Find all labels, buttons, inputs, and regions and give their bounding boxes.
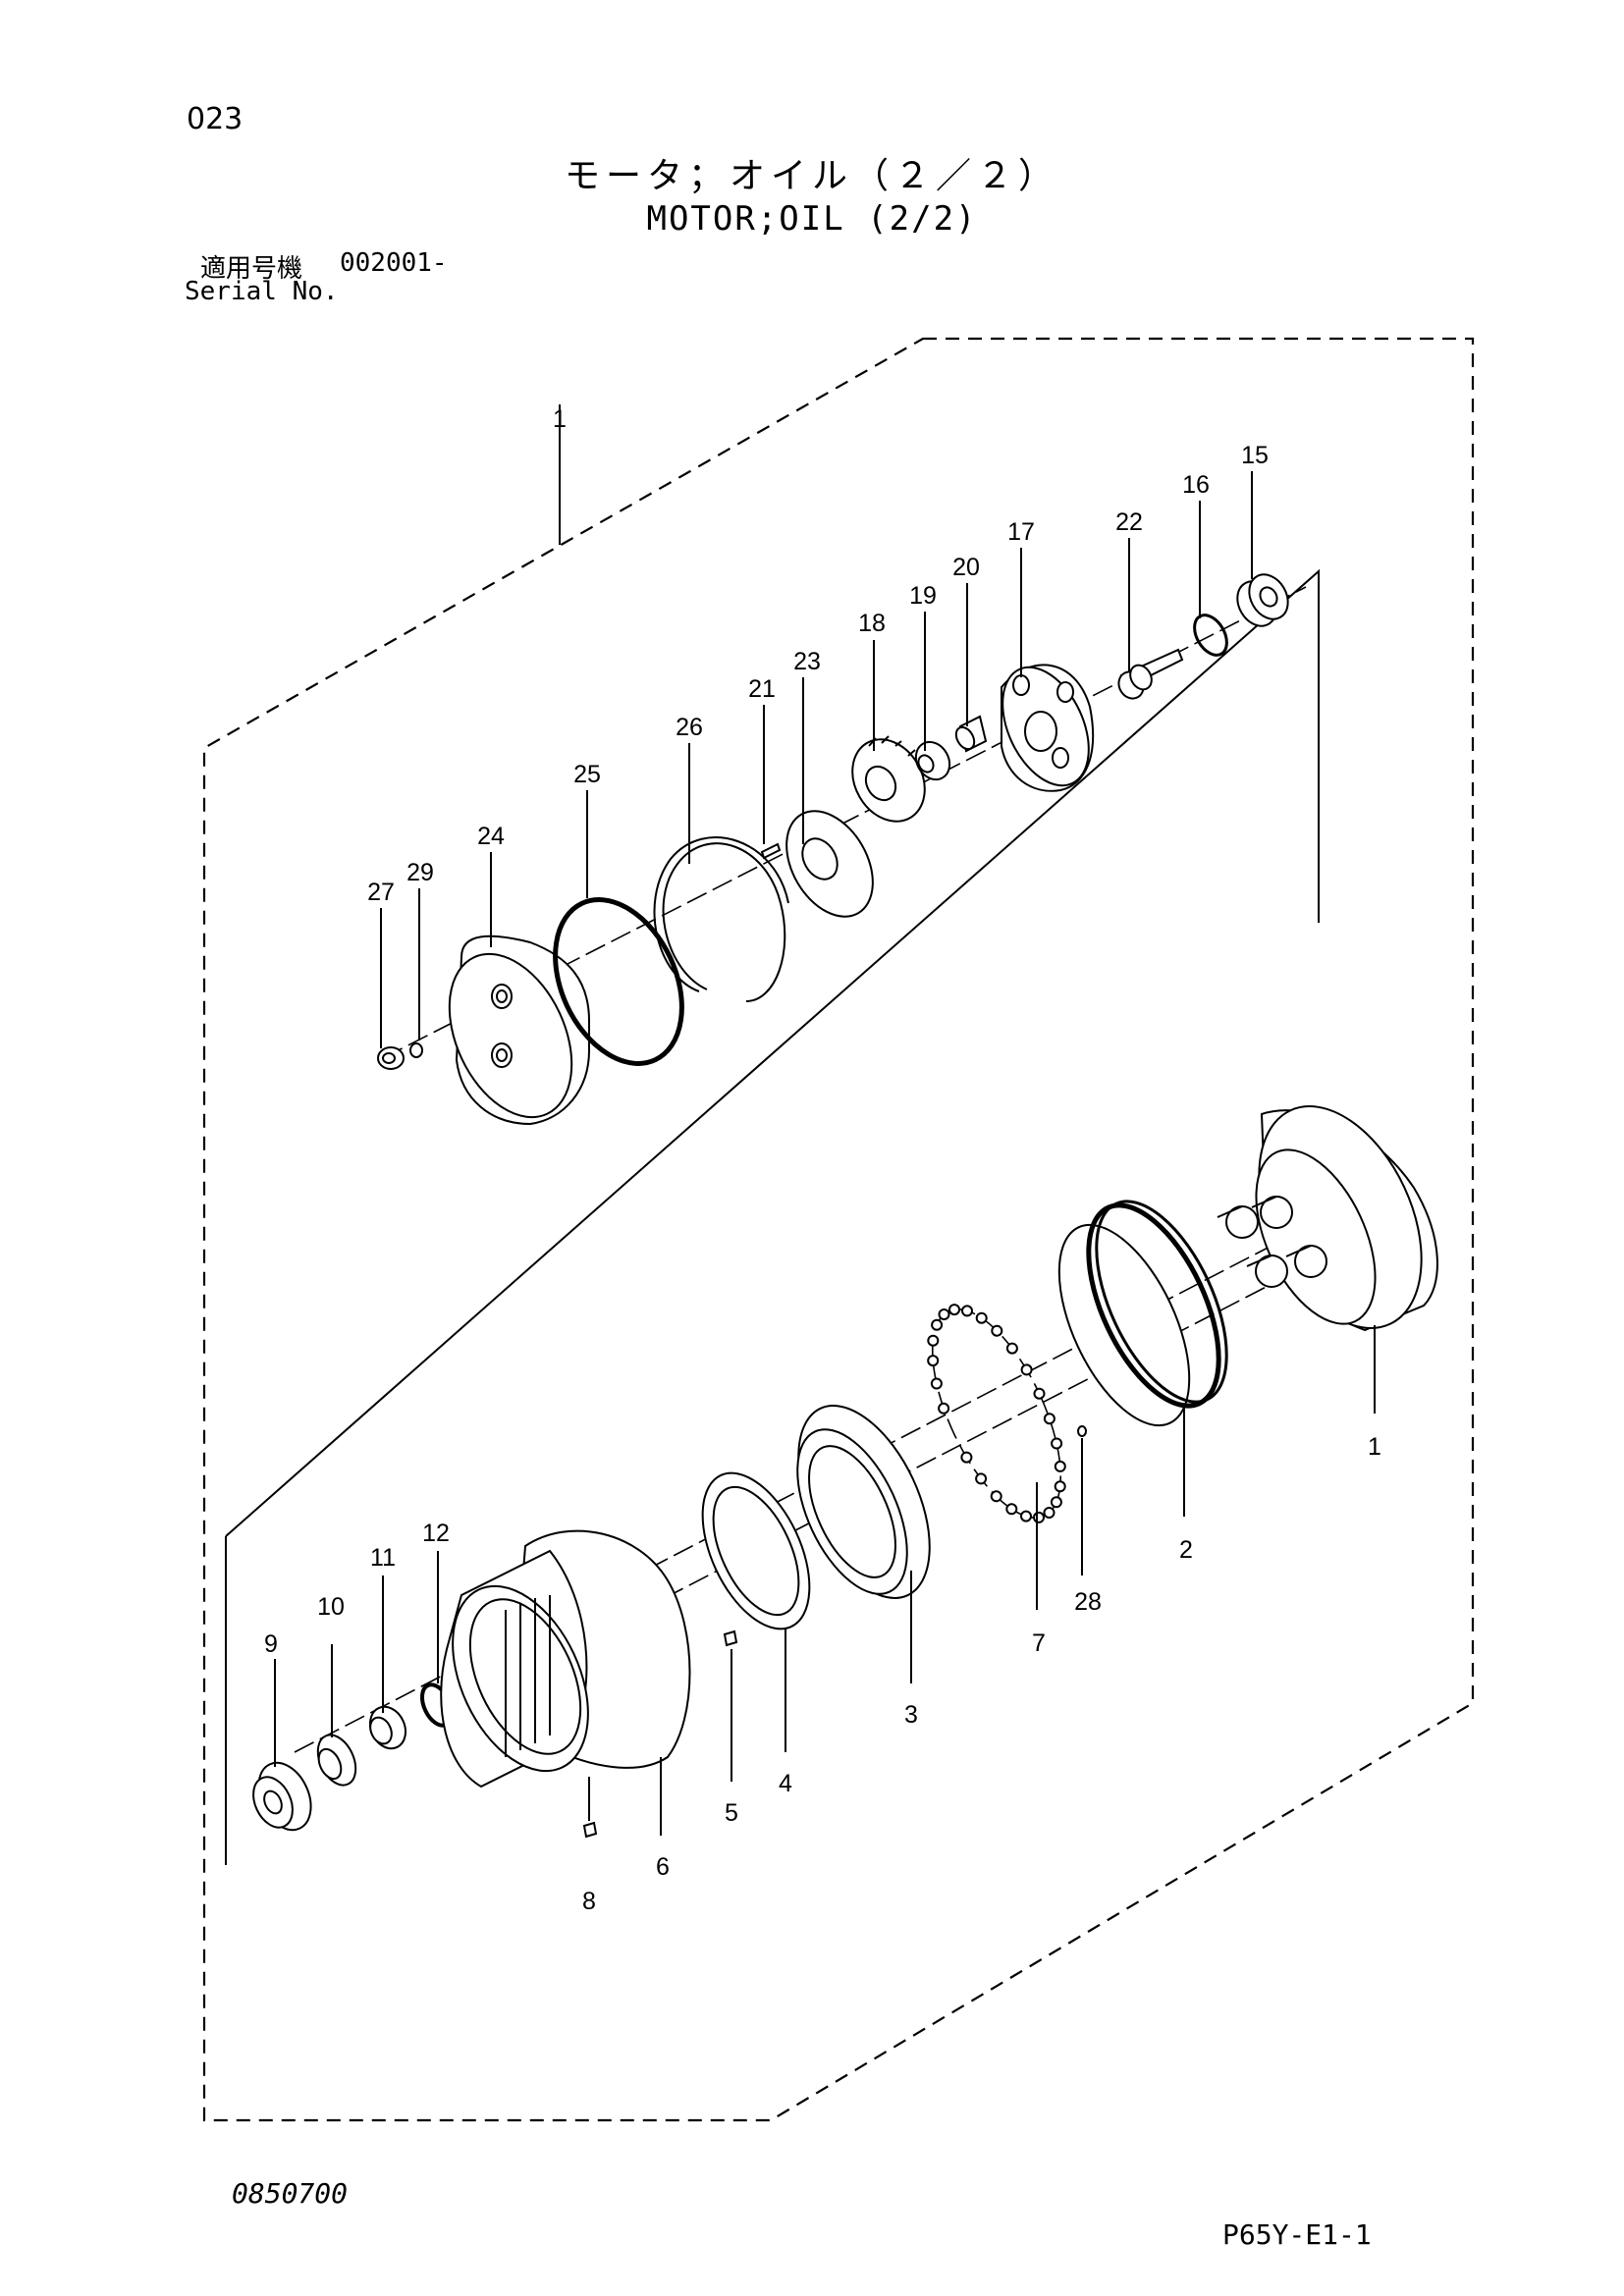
callout-8: 8	[582, 1888, 596, 1915]
ball	[1050, 1496, 1062, 1509]
pin-part-28	[1077, 1425, 1087, 1437]
ball	[1033, 1387, 1046, 1400]
callout-15: 15	[1241, 442, 1269, 469]
callout-4: 4	[779, 1770, 792, 1797]
ball-circle-part-7	[927, 1304, 1066, 1523]
ball	[927, 1355, 940, 1367]
ball	[1020, 1363, 1033, 1376]
ball	[1054, 1460, 1066, 1472]
ball	[927, 1334, 940, 1347]
page-title-jp: モータ；オイル（２／２）	[564, 156, 1059, 196]
callout-1-lower: 1	[1368, 1433, 1381, 1461]
o-ring-part-29	[409, 1042, 423, 1058]
ball	[1043, 1507, 1056, 1519]
ball	[990, 1490, 1002, 1503]
ball	[931, 1318, 944, 1331]
callout-26: 26	[676, 714, 703, 741]
gear-part-9	[252, 1761, 312, 1832]
ball	[1043, 1413, 1056, 1425]
callout-12: 12	[422, 1520, 450, 1547]
callout-17: 17	[1007, 518, 1035, 546]
serial-label-jp: 適用号機	[200, 254, 303, 284]
snap-ring-part-26	[653, 836, 789, 1002]
motor-body-part-1	[1217, 1105, 1438, 1332]
ball	[1020, 1510, 1032, 1522]
assembly-boundary	[202, 337, 1475, 2122]
callout-5: 5	[725, 1799, 738, 1827]
callout-6: 6	[656, 1853, 670, 1881]
diagram-code: 0850700	[232, 2177, 349, 2210]
gear-part-15	[1236, 573, 1289, 627]
bracket-item-1	[225, 404, 1320, 1865]
seal-part-2	[1057, 1200, 1228, 1427]
ball	[960, 1451, 973, 1464]
hub-housing-part-6	[440, 1529, 691, 1789]
ring-part-4	[701, 1471, 811, 1630]
ball	[1051, 1437, 1063, 1450]
callout-2: 2	[1179, 1536, 1193, 1564]
callout-9: 9	[264, 1630, 278, 1658]
serial-value: 002001-	[340, 248, 448, 278]
ball	[948, 1304, 960, 1316]
callout-28: 28	[1074, 1588, 1102, 1616]
callout-19: 19	[909, 582, 937, 610]
o-ring-part-25	[553, 897, 684, 1066]
leader-lines	[274, 471, 1376, 1836]
bearing-part-10	[316, 1734, 357, 1787]
callout-18: 18	[858, 610, 886, 637]
callout-25: 25	[573, 761, 601, 788]
ball	[930, 1377, 943, 1390]
ball	[938, 1308, 950, 1320]
ball	[961, 1305, 973, 1317]
callout-23: 23	[793, 648, 821, 675]
needle-bearing-part-19	[914, 740, 951, 781]
callout-1-upper: 1	[553, 405, 567, 433]
carrier-part-17	[1001, 664, 1095, 792]
callout-20: 20	[952, 554, 980, 581]
callout-24: 24	[477, 823, 505, 850]
callout-10: 10	[317, 1593, 345, 1621]
callout-11: 11	[370, 1544, 396, 1572]
ball	[1054, 1480, 1066, 1493]
shaft-part-22	[1117, 648, 1184, 700]
serial-label-en: Serial No.	[185, 277, 339, 306]
plug-part-27	[377, 1046, 405, 1070]
thrust-plate-part-23	[785, 810, 874, 918]
ball	[1005, 1342, 1018, 1355]
ball	[975, 1311, 988, 1324]
cover-part-24	[448, 934, 590, 1126]
callout-3: 3	[904, 1701, 918, 1729]
spacer-part-11	[369, 1705, 406, 1750]
plug-part-8	[582, 1821, 598, 1839]
bearing-part-3	[796, 1405, 931, 1599]
callout-27: 27	[367, 879, 395, 906]
plug-part-5	[723, 1629, 738, 1647]
callout-7: 7	[1032, 1629, 1046, 1657]
callout-22: 22	[1115, 508, 1143, 536]
callout-16: 16	[1182, 471, 1210, 499]
sheet-code: P65Y-E1-1	[1222, 2218, 1372, 2251]
bushing-part-20	[954, 715, 988, 753]
pin-part-21	[760, 842, 782, 860]
ball	[1033, 1511, 1045, 1523]
page-title-en: MOTOR;OIL (2/2)	[646, 199, 978, 239]
ball	[975, 1472, 988, 1485]
page-number: 023	[187, 102, 244, 136]
callout-21: 21	[748, 675, 776, 703]
ball	[991, 1324, 1003, 1337]
ball	[938, 1402, 950, 1415]
ball	[1005, 1503, 1018, 1516]
callout-29: 29	[406, 859, 434, 886]
